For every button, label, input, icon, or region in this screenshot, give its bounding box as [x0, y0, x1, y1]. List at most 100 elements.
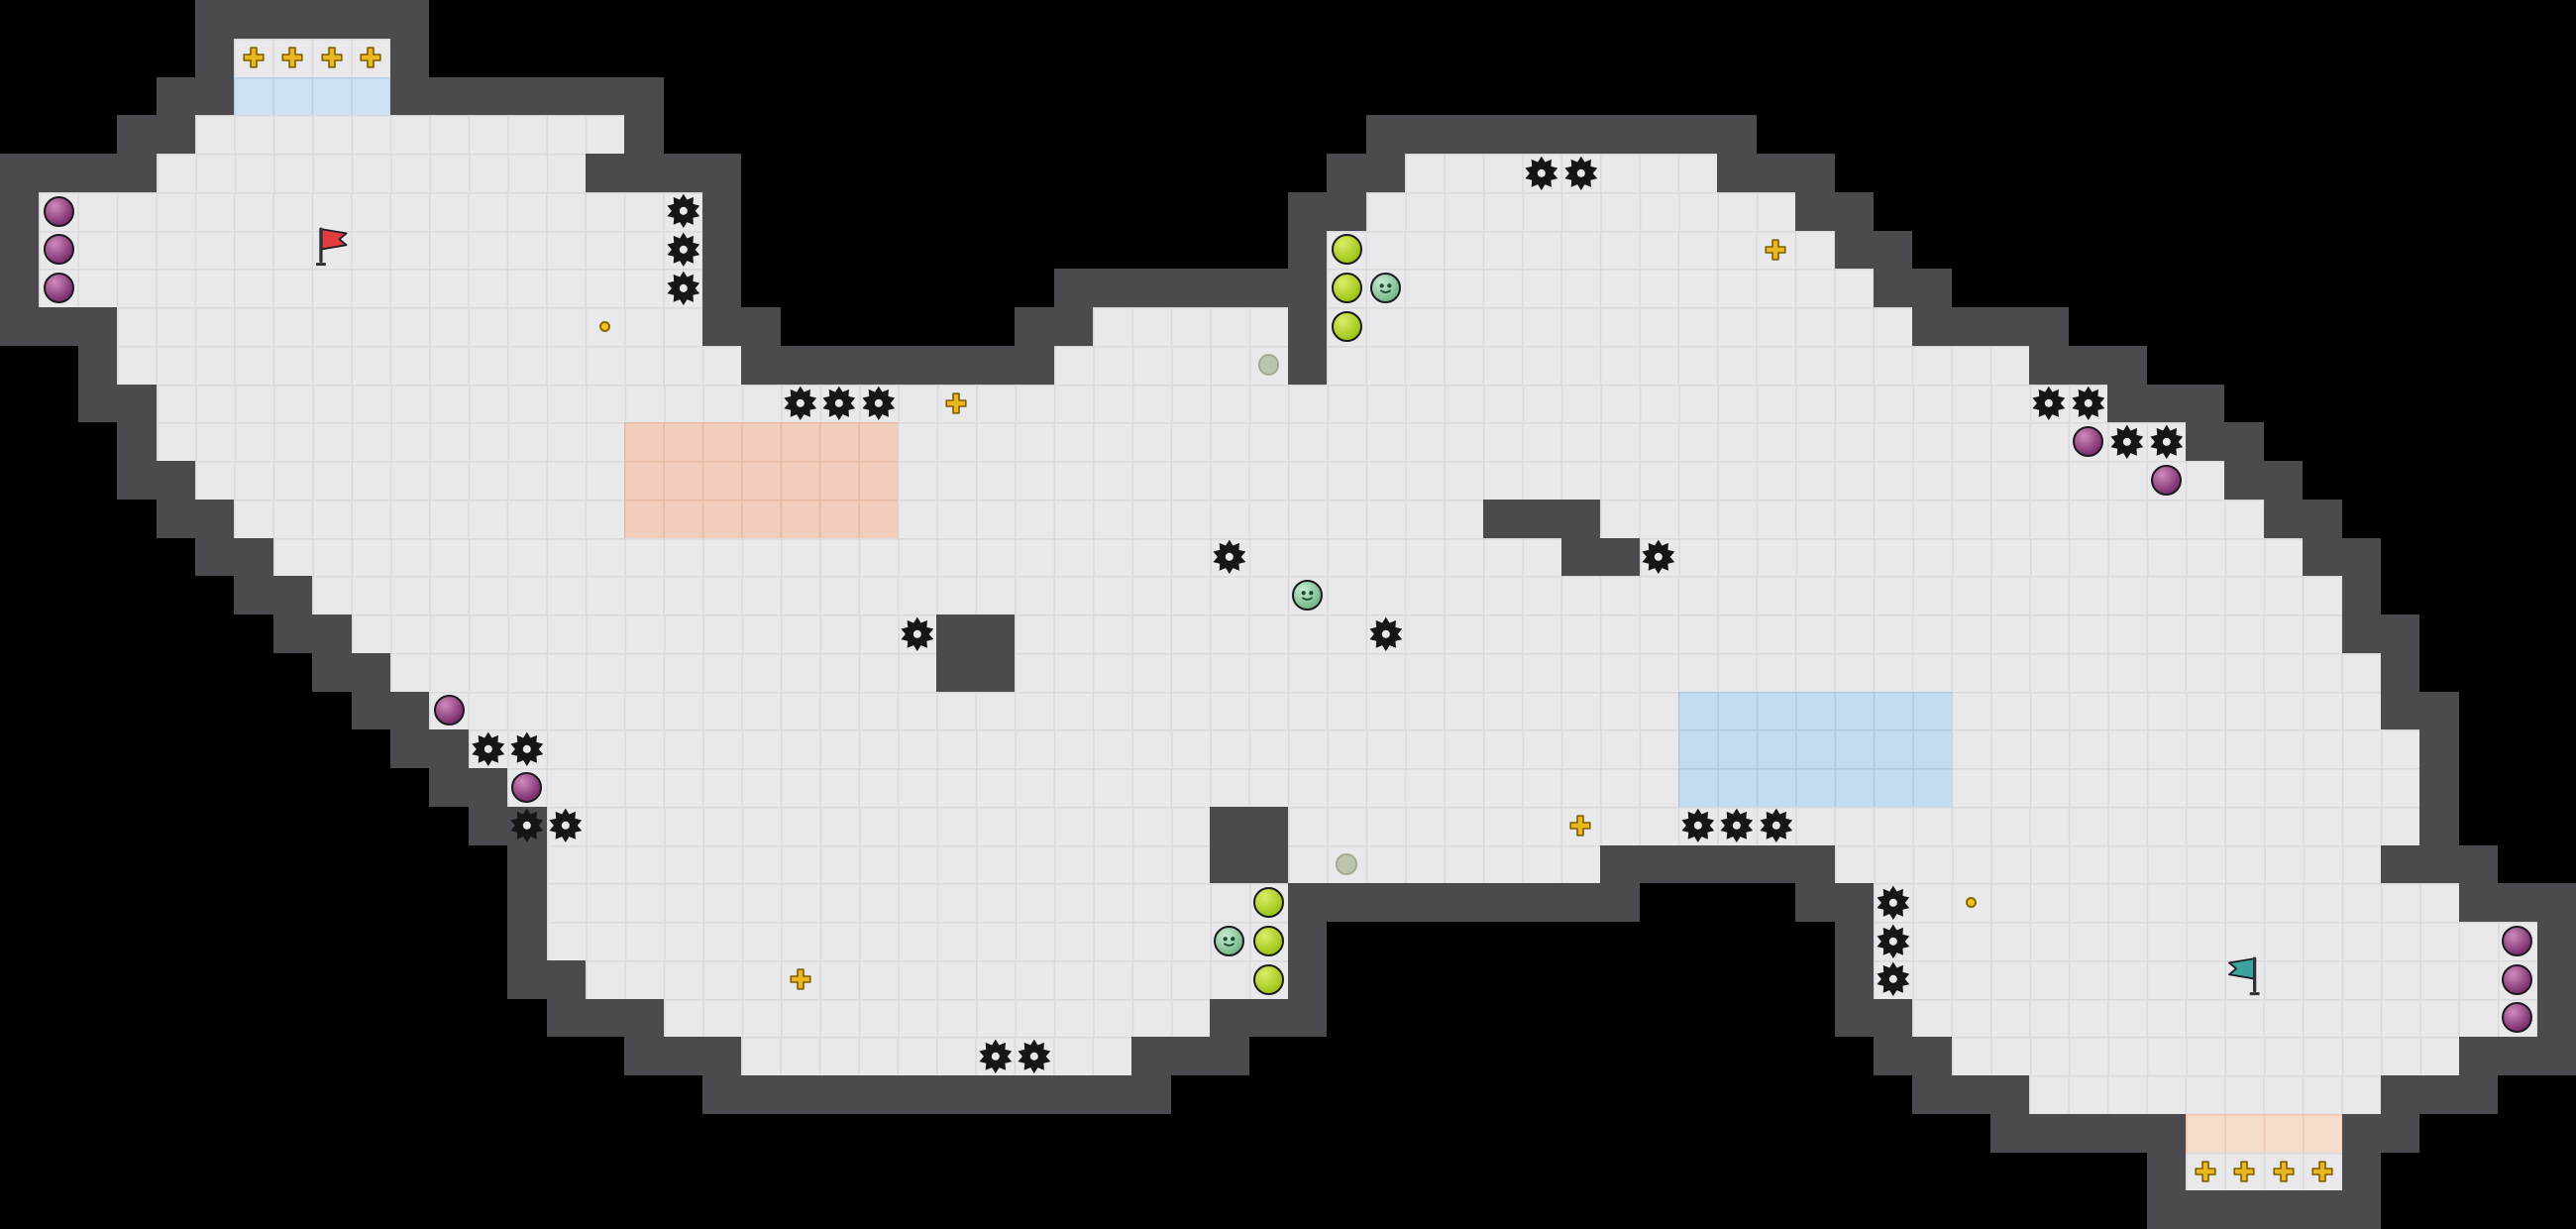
gold-cross-pickup [2310, 1160, 2334, 1183]
wall-segment [1288, 231, 1327, 269]
wall-segment [2186, 422, 2264, 461]
wall-segment [2147, 1190, 2381, 1229]
floor-area [664, 999, 1210, 1037]
saw-gear-hazard [509, 808, 545, 843]
wall-segment [390, 77, 664, 115]
wall-segment [312, 653, 390, 692]
yellow-dot-pickup [1965, 896, 1978, 909]
wall-segment [1561, 538, 1640, 576]
wall-segment [1835, 231, 1912, 269]
saw-gear-hazard [1368, 616, 1404, 652]
wall-segment [936, 614, 1015, 653]
floor-area [1835, 845, 2381, 883]
floor-area [547, 922, 1288, 960]
saw-gear-hazard [1680, 808, 1716, 843]
wall-segment [157, 77, 234, 115]
wall-segment [2381, 845, 2498, 883]
olive-dot [1336, 853, 1357, 875]
wall-segment [0, 231, 39, 269]
green-orb [1252, 925, 1284, 956]
green-orb [1252, 963, 1284, 995]
wall-segment [1835, 999, 1912, 1037]
wall-segment [507, 922, 547, 960]
wall-segment [741, 346, 1054, 385]
wall-segment [1717, 154, 1835, 192]
wall-segment [702, 269, 741, 307]
purple-orb [2150, 464, 2182, 496]
gold-cross-pickup [320, 46, 344, 69]
floor-area [898, 500, 1483, 538]
floor-area [1952, 692, 2381, 729]
saw-gear-hazard [1759, 808, 1794, 843]
wall-segment [195, 538, 273, 576]
gold-cross-pickup [280, 46, 304, 69]
wall-segment [1054, 269, 1327, 307]
floor-area [547, 807, 1210, 845]
wall-segment [507, 960, 586, 999]
saw-gear-hazard [1876, 961, 1911, 997]
saw-gear-hazard [2109, 424, 2145, 460]
green-orb [1252, 887, 1284, 919]
floor-area [1366, 192, 1795, 231]
floor-area [1015, 653, 2381, 692]
wall-segment [1288, 307, 1327, 346]
green-orb [1331, 234, 1362, 266]
wall-segment [1835, 922, 1874, 960]
saw-gear-hazard [666, 232, 701, 268]
wall-segment [1795, 883, 1874, 922]
blue-zone [1678, 768, 1952, 807]
floor-area [39, 231, 702, 269]
pink-zone [624, 461, 898, 500]
saw-gear-hazard [1876, 885, 1911, 921]
wall-segment [507, 883, 547, 922]
purple-orb [2502, 1002, 2533, 1034]
wall-segment [1210, 845, 1288, 883]
floor-area [157, 385, 2107, 422]
pink-zone [624, 422, 898, 461]
floor-area [1015, 614, 2342, 653]
purple-orb [43, 234, 74, 266]
wall-segment [1288, 192, 1366, 231]
wall-segment [2342, 576, 2381, 614]
floor-area [117, 346, 741, 385]
wall-segment [1288, 960, 1327, 999]
wall-segment [117, 422, 157, 461]
floor-area [1405, 154, 1717, 192]
wall-segment [1366, 115, 1757, 154]
blue-zone [1678, 729, 1952, 768]
wall-segment [1795, 192, 1874, 231]
floor-area [547, 845, 1210, 883]
green-face-orb [1292, 580, 1324, 612]
olive-dot [1257, 354, 1279, 376]
wall-segment [2459, 883, 2576, 922]
floor-area [1327, 269, 1874, 307]
floor-area [1952, 768, 2419, 807]
saw-gear-hazard [1524, 156, 1559, 191]
wall-segment [195, 0, 429, 39]
purple-orb [43, 273, 74, 304]
wall-segment [2342, 614, 2419, 653]
gold-cross-pickup [2232, 1160, 2256, 1183]
floor-area [195, 115, 624, 154]
saw-gear-hazard [666, 271, 701, 306]
saw-gear-hazard [1719, 808, 1755, 843]
floor-area [2029, 1075, 2381, 1114]
wall-segment [2537, 922, 2576, 960]
wall-segment [1835, 960, 1874, 999]
saw-gear-hazard [1212, 539, 1247, 575]
wall-segment [1874, 1037, 1952, 1075]
floor-area [1054, 346, 1288, 385]
wall-segment [2381, 1075, 2498, 1114]
wall-segment [2029, 346, 2147, 385]
wall-segment [1210, 807, 1288, 845]
floor-area [1912, 999, 2537, 1037]
wall-segment [2537, 999, 2576, 1037]
wall-segment [234, 576, 312, 614]
purple-orb [511, 771, 543, 803]
wall-segment [702, 307, 781, 346]
floor-area [1327, 346, 2029, 385]
floor-area [157, 154, 586, 192]
wall-segment [429, 768, 507, 807]
wall-segment [2224, 461, 2303, 500]
